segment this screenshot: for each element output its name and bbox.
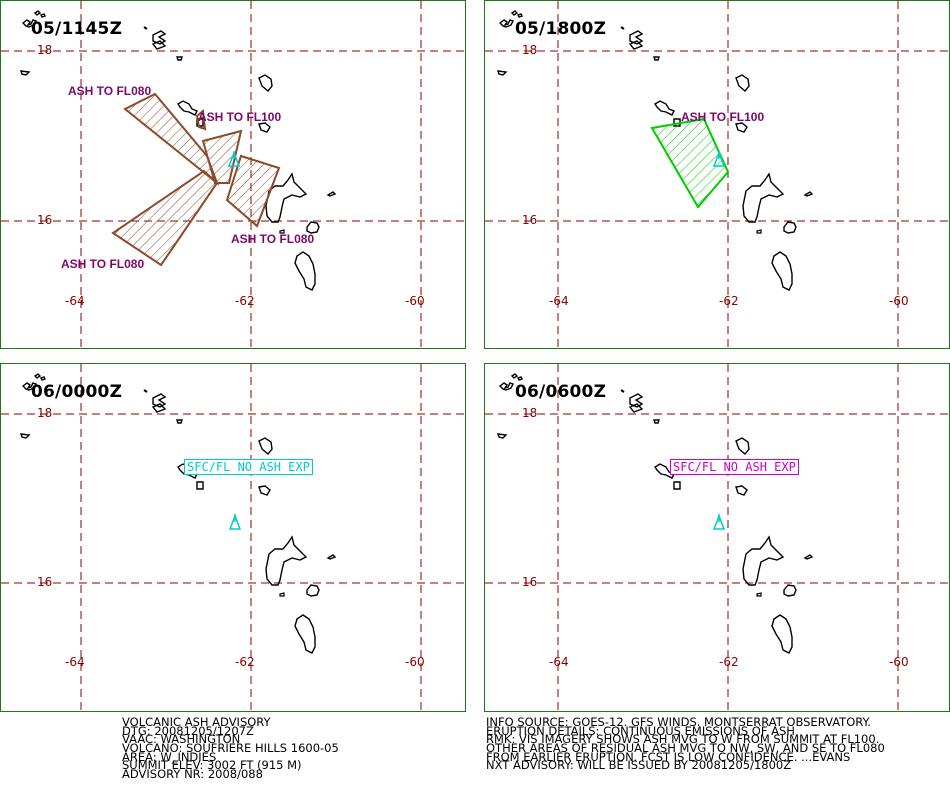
lon-label-64: -64: [549, 655, 569, 669]
lon-label-60: -60: [405, 655, 425, 669]
ash-area-n: [195, 109, 207, 131]
advisory-line: NXT ADVISORY: WILL BE ISSUED BY 20081205…: [486, 758, 792, 773]
map-05-1145z: [1, 1, 465, 348]
coastlines: [20, 373, 336, 654]
advisory-line: ERUPTION DETAILS: CONTINUOUS EMISSIONS O…: [486, 723, 795, 738]
lon-label-60: -60: [889, 655, 909, 669]
lon-label-62: -62: [235, 294, 255, 308]
advisory-line: ADVISORY NR: 2008/088: [122, 767, 263, 782]
advisory-line: DTG: 20081205/1207Z: [122, 723, 254, 738]
advisory-line: SUMMIT ELEV: 3002 FT (915 M): [122, 758, 302, 773]
ash-area-center: [201, 129, 243, 184]
panel-05-1800z: 05/1800Z 18 16 -64 -62 -60 ASH TO FL100: [484, 0, 950, 349]
lon-label-64: -64: [65, 294, 85, 308]
lon-label-60: -60: [889, 294, 909, 308]
lat-label-16: 16: [37, 575, 53, 589]
advisory-line: FROM EARLIER ERUPTION. FCST IS LOW CONFI…: [486, 749, 851, 764]
advisory-line: INFO SOURCE: GOES-12. GFS WINDS. MONTSER…: [486, 715, 871, 729]
panel-05-1145z: 05/1145Z 18 16 -64 -62 -60 ASH TO FL080 …: [0, 0, 466, 349]
ash-area-se: [225, 154, 281, 228]
forecast-time: 06/0000Z: [31, 382, 123, 402]
ash-area: [650, 117, 730, 209]
forecast-time: 06/0600Z: [515, 382, 607, 402]
lat-label-18: 18: [37, 43, 53, 57]
panel-06-0600z: 06/0600Z 18 16 -64 -62 -60 SFC/FL NO ASH…: [484, 363, 950, 712]
coastlines: [497, 373, 813, 654]
map-06-0600z: [485, 364, 949, 711]
volcano-icon: [712, 513, 726, 530]
forecast-time: 05/1800Z: [515, 19, 607, 39]
lat-label-18: 18: [37, 406, 53, 420]
lon-label-62: -62: [235, 655, 255, 669]
advisory-line: VAAC: WASHINGTON: [122, 732, 241, 747]
ash-area-sw: [111, 169, 219, 267]
volcano-icon: [228, 513, 242, 530]
advisory-line: VOLCANO: SOUFRIERE HILLS 1600-05: [122, 741, 339, 756]
coastlines: [497, 10, 813, 291]
lat-label-16: 16: [522, 213, 538, 227]
lat-label-18: 18: [522, 43, 538, 57]
ash-label-se: ASH TO FL080: [231, 232, 315, 246]
ash-label-summit: ASH TO FL100: [681, 110, 765, 124]
lon-label-64: -64: [549, 294, 569, 308]
panel-06-0000z: 06/0000Z 18 16 -64 -62 -60 SFC/FL NO ASH…: [0, 363, 466, 712]
forecast-time: 05/1145Z: [31, 19, 123, 39]
lat-label-18: 18: [522, 406, 538, 420]
ash-label-summit: ASH TO FL100: [198, 110, 282, 124]
map-05-1800z: [485, 1, 949, 348]
lat-label-16: 16: [37, 213, 53, 227]
lon-label-62: -62: [719, 655, 739, 669]
advisory-line: VOLCANIC ASH ADVISORY: [122, 715, 271, 729]
lat-label-16: 16: [522, 575, 538, 589]
volcano-icon: [712, 150, 726, 167]
lon-label-60: -60: [405, 294, 425, 308]
ash-area-nw: [123, 92, 220, 187]
map-06-0000z: [1, 364, 465, 711]
no-ash-label: SFC/FL NO ASH EXP: [184, 459, 313, 475]
lon-label-62: -62: [719, 294, 739, 308]
no-ash-label: SFC/FL NO ASH EXP: [670, 459, 799, 475]
ash-label-nw: ASH TO FL080: [68, 84, 152, 98]
ash-label-sw: ASH TO FL080: [61, 257, 145, 271]
volcano-icon: [227, 150, 241, 167]
advisory-line: RMK: VIS IMAGERY SHOWS ASH MVG TO W FROM…: [486, 732, 880, 747]
advisory-line: OTHER AREAS OF RESIDUAL ASH MVG TO NW, S…: [486, 741, 885, 756]
advisory-line: AREA: W_INDIES: [122, 749, 217, 764]
advisory-header-block: VOLCANIC ASH ADVISORY DTG: 20081205/1207…: [122, 715, 339, 782]
advisory-details-block: INFO SOURCE: GOES-12. GFS WINDS. MONTSER…: [486, 715, 885, 773]
lon-label-64: -64: [65, 655, 85, 669]
